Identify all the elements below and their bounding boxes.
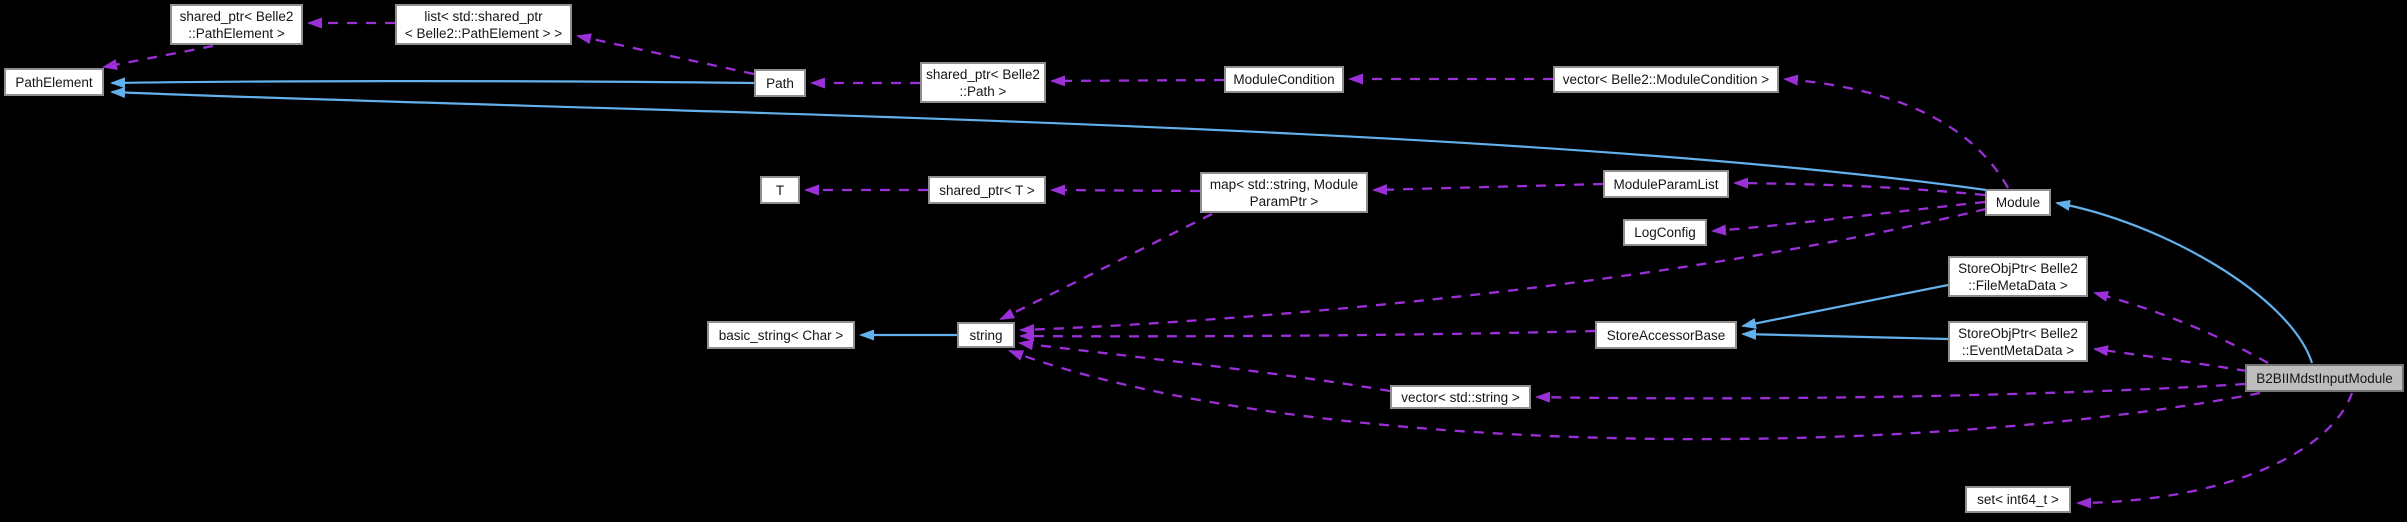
node-label: shared_ptr< Belle2 xyxy=(179,8,294,24)
node-label: basic_string< Char > xyxy=(718,327,844,343)
node-label: ::FileMetaData > xyxy=(1968,277,2068,293)
node-label: shared_ptr< T > xyxy=(939,182,1035,198)
node-shared-ptr-t[interactable]: shared_ptr< T > xyxy=(928,176,1046,204)
node-basic-string-char[interactable]: basic_string< Char > xyxy=(707,321,855,349)
edge-module-to-vector-mc xyxy=(1783,74,2010,189)
node-label: set< int64_t > xyxy=(1977,492,2059,507)
node-string[interactable]: string xyxy=(957,322,1015,348)
node-label: ModuleParamList xyxy=(1613,176,1719,192)
edge-storeobjptr-event-to-storeaccessorbase xyxy=(1741,328,1949,341)
node-label: LogConfig xyxy=(1634,225,1696,240)
edge-map-to-shared-ptr-t xyxy=(1050,184,1201,196)
edge-b2bii-to-module xyxy=(2055,199,2314,364)
edge-path-to-list xyxy=(576,33,755,76)
edge-storeaccessorbase-to-string xyxy=(1019,329,1596,342)
node-label: shared_ptr< Belle2 xyxy=(926,66,1040,82)
node-shared-ptr-path[interactable]: shared_ptr< Belle2::Path > xyxy=(920,62,1046,103)
edge-module-to-pathelement xyxy=(110,87,1987,192)
node-label: ::EventMetaData > xyxy=(1961,342,2075,358)
edge-module-to-logconfig xyxy=(1711,200,1986,236)
edge-shared-ptr-pathelement-to-pathelement xyxy=(102,44,214,70)
edge-modulecondition-to-shared-ptr-path xyxy=(1050,75,1225,87)
node-storeobjptr-filemetadata[interactable]: StoreObjPtr< Belle2::FileMetaData > xyxy=(1948,256,2088,297)
node-label: B2BIIMdstInputModule xyxy=(2256,370,2393,386)
edge-b2bii-to-set-int64 xyxy=(2076,392,2354,509)
edge-map-to-string xyxy=(999,212,1213,321)
node-label: list< std::shared_ptr xyxy=(424,8,543,24)
node-label: StoreObjPtr< Belle2 xyxy=(1958,260,2078,276)
edge-path-to-pathelement xyxy=(110,77,755,89)
node-vector-modulecondition[interactable]: vector< Belle2::ModuleCondition > xyxy=(1553,66,1779,93)
node-label: string xyxy=(969,327,1003,343)
node-b2biimdstinputmodule: B2BIIMdstInputModule xyxy=(2245,364,2404,392)
node-label: Module xyxy=(1995,195,2041,210)
edge-b2bii-to-storeobjptr-event xyxy=(2093,345,2248,373)
node-label: ::PathElement > xyxy=(188,25,285,41)
edge-b2bii-to-string xyxy=(1008,349,2261,441)
edge-vector-string-to-string xyxy=(1018,339,1391,393)
node-label: StoreObjPtr< Belle2 xyxy=(1958,325,2078,341)
node-label: ::Path > xyxy=(959,83,1007,99)
node-storeaccessorbase[interactable]: StoreAccessorBase xyxy=(1595,321,1737,349)
node-storeobjptr-eventmetadata[interactable]: StoreObjPtr< Belle2::EventMetaData > xyxy=(1948,321,2088,362)
node-label: vector< std::string > xyxy=(1401,389,1520,405)
node-label: ParamPtr > xyxy=(1249,193,1319,209)
edge-b2bii-to-vector-string xyxy=(1535,382,2246,403)
edge-b2bii-to-storeobjptr-file xyxy=(2093,291,2269,364)
node-label: Path xyxy=(766,75,794,91)
node-label: PathElement xyxy=(15,74,93,90)
node-moduleparamlist[interactable]: ModuleParamList xyxy=(1603,170,1729,198)
node-list-shared-ptr-pathelement[interactable]: list< std::shared_ptr< Belle2::PathEleme… xyxy=(395,4,572,45)
node-label: T xyxy=(775,182,785,198)
node-label: < Belle2::PathElement > > xyxy=(404,25,563,41)
node-shared-ptr-pathelement[interactable]: shared_ptr< Belle2::PathElement > xyxy=(170,4,303,45)
node-label: ModuleCondition xyxy=(1233,72,1335,87)
node-t[interactable]: T xyxy=(760,176,800,204)
node-path[interactable]: Path xyxy=(754,69,806,97)
edge-module-to-moduleparamlist xyxy=(1733,177,1986,197)
node-label: StoreAccessorBase xyxy=(1606,327,1726,343)
node-set-int64-t[interactable]: set< int64_t > xyxy=(1965,486,2071,513)
node-module[interactable]: Module xyxy=(1985,189,2051,216)
edge-storeobjptr-file-to-storeaccessorbase xyxy=(1741,283,1949,329)
node-logconfig[interactable]: LogConfig xyxy=(1623,219,1707,246)
node-pathelement[interactable]: PathElement xyxy=(4,68,104,96)
edge-module-to-string xyxy=(1019,207,1987,336)
node-vector-string[interactable]: vector< std::string > xyxy=(1390,385,1531,409)
node-label: vector< Belle2::ModuleCondition > xyxy=(1562,72,1770,87)
node-label: map< std::string, Module xyxy=(1209,176,1359,192)
edge-moduleparamlist-to-map xyxy=(1372,182,1604,196)
node-modulecondition[interactable]: ModuleCondition xyxy=(1224,66,1344,93)
